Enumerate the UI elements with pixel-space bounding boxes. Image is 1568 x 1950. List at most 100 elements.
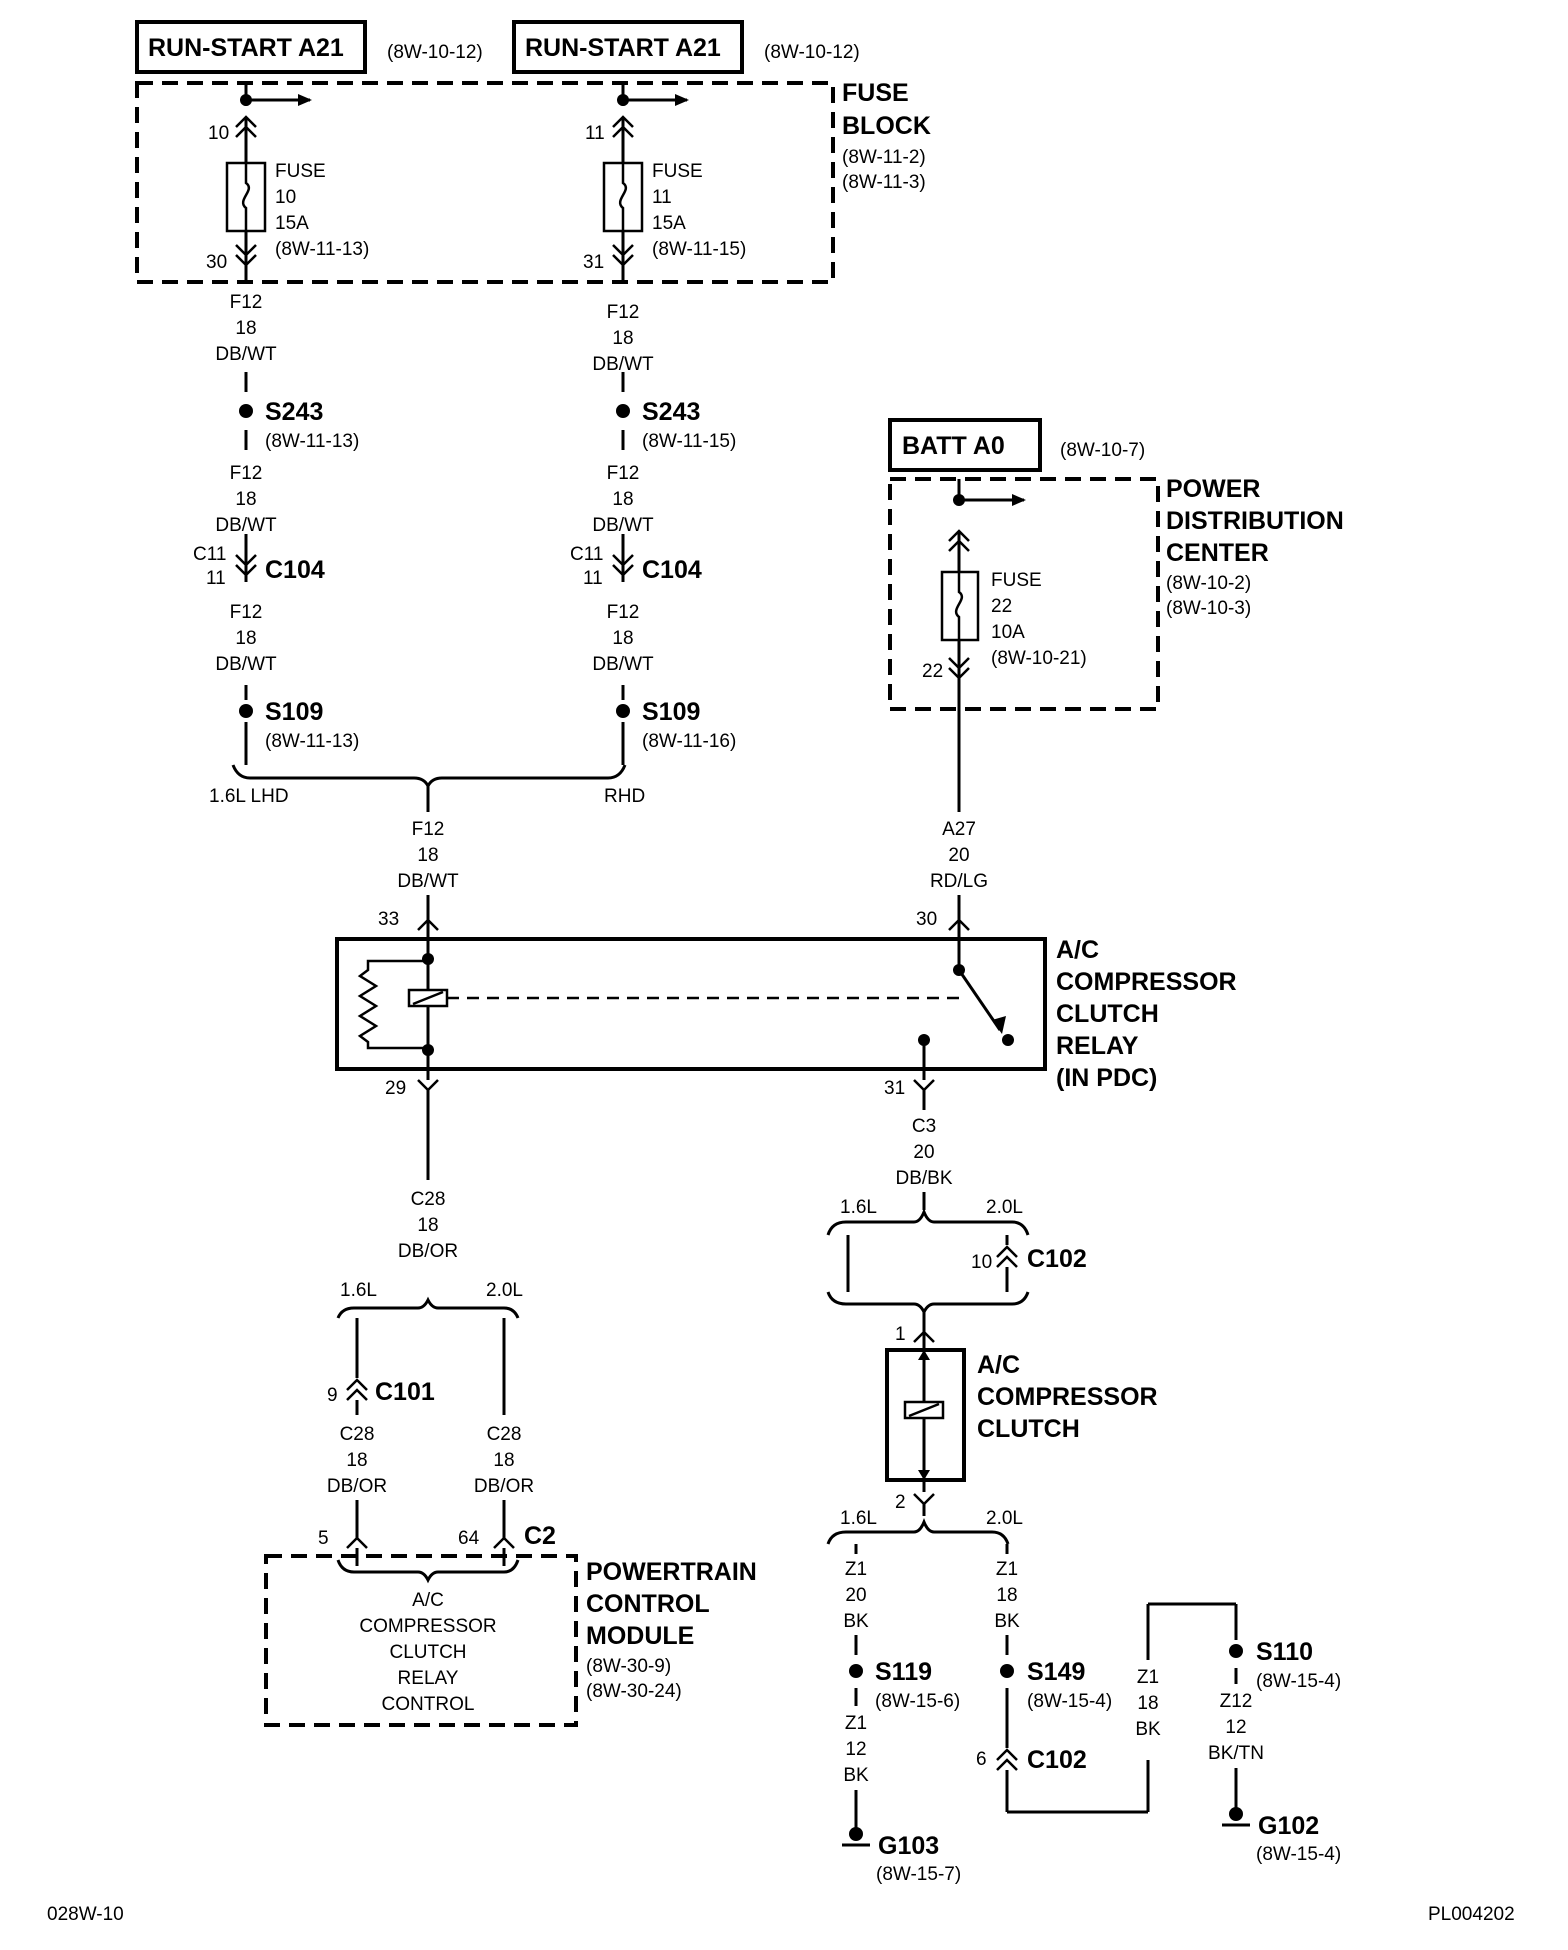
svg-text:15A: 15A — [275, 213, 309, 234]
svg-text:2.0L: 2.0L — [986, 1508, 1023, 1529]
svg-text:F12: F12 — [230, 463, 263, 484]
svg-text:(8W-11-15): (8W-11-15) — [652, 239, 746, 260]
svg-text:(8W-10-12): (8W-10-12) — [387, 42, 483, 63]
svg-text:C104: C104 — [642, 556, 702, 584]
connector-c2: 5 64 C2 — [318, 1522, 556, 1550]
svg-text:Z12: Z12 — [1220, 1691, 1253, 1712]
svg-text:10: 10 — [971, 1252, 992, 1273]
svg-text:1: 1 — [895, 1324, 906, 1345]
svg-text:S149: S149 — [1027, 1658, 1085, 1686]
svg-text:COMPRESSOR: COMPRESSOR — [1056, 968, 1237, 996]
svg-text:31: 31 — [884, 1078, 905, 1099]
svg-text:COMPRESSOR: COMPRESSOR — [977, 1383, 1158, 1411]
fuse-block: FUSE BLOCK (8W-11-2) (8W-11-3) 10 30 FUS… — [135, 79, 931, 284]
svg-text:(IN PDC): (IN PDC) — [1056, 1064, 1157, 1092]
svg-text:A27: A27 — [942, 819, 976, 840]
svg-text:F12: F12 — [412, 819, 445, 840]
svg-text:C28: C28 — [487, 1424, 522, 1445]
svg-text:MODULE: MODULE — [586, 1622, 694, 1650]
svg-text:C101: C101 — [375, 1378, 435, 1406]
merge-lhd-rhd: 1.6L LHD RHD F12 18 DB/WT — [209, 764, 645, 932]
svg-text:DB/WT: DB/WT — [592, 654, 654, 675]
connector-c101: 9 C101 — [327, 1378, 435, 1406]
connector-c104-left: C11 11 C104 — [193, 544, 325, 589]
svg-text:RHD: RHD — [604, 786, 645, 807]
splice-s110: S110 (8W-15-4) — [1229, 1638, 1341, 1692]
svg-text:18: 18 — [612, 628, 633, 649]
svg-text:C102: C102 — [1027, 1245, 1087, 1273]
svg-text:RELAY: RELAY — [398, 1668, 459, 1689]
splice-s243-left: S243 (8W-11-13) — [239, 398, 359, 452]
source-batt: BATT A0 (8W-10-7) — [888, 418, 1145, 472]
svg-text:BK/TN: BK/TN — [1208, 1743, 1264, 1764]
svg-text:18: 18 — [235, 628, 256, 649]
svg-text:DB/WT: DB/WT — [215, 654, 277, 675]
svg-text:C2: C2 — [524, 1522, 556, 1550]
splice-s243-right: S243 (8W-11-15) — [616, 398, 736, 452]
footer-page-id: 028W-10 — [47, 1904, 124, 1925]
svg-text:2: 2 — [895, 1492, 906, 1513]
svg-text:DB/WT: DB/WT — [215, 344, 277, 365]
ground-g103: G103 (8W-15-7) — [842, 1827, 961, 1885]
svg-text:20: 20 — [948, 845, 969, 866]
svg-text:(8W-10-7): (8W-10-7) — [1060, 440, 1145, 461]
svg-text:(8W-10-21): (8W-10-21) — [991, 648, 1087, 669]
svg-text:(8W-11-13): (8W-11-13) — [265, 731, 359, 752]
svg-text:18: 18 — [612, 489, 633, 510]
svg-text:1.6L: 1.6L — [840, 1508, 877, 1529]
svg-text:DB/WT: DB/WT — [592, 354, 654, 375]
svg-text:(8W-10-12): (8W-10-12) — [764, 42, 860, 63]
svg-text:BK: BK — [843, 1611, 869, 1632]
svg-text:18: 18 — [346, 1450, 367, 1471]
svg-text:(8W-15-4): (8W-15-4) — [1256, 1671, 1341, 1692]
svg-text:CLUTCH: CLUTCH — [977, 1415, 1080, 1443]
svg-text:Z1: Z1 — [845, 1559, 867, 1580]
svg-text:CONTROL: CONTROL — [382, 1694, 475, 1715]
connector-c102-top: 10 C102 — [971, 1245, 1087, 1273]
svg-text:64: 64 — [458, 1528, 480, 1549]
svg-text:(8W-15-7): (8W-15-7) — [876, 1864, 961, 1885]
svg-text:31: 31 — [583, 252, 604, 273]
svg-text:RELAY: RELAY — [1056, 1032, 1139, 1060]
svg-text:Z1: Z1 — [996, 1559, 1018, 1580]
svg-text:F12: F12 — [607, 302, 640, 323]
svg-text:S109: S109 — [642, 698, 700, 726]
svg-text:F12: F12 — [607, 463, 640, 484]
svg-text:S243: S243 — [642, 398, 700, 426]
svg-text:(8W-11-2): (8W-11-2) — [842, 147, 926, 168]
c3-wiring: C3 20 DB/BK 1.6L 2.0L 10 C102 — [826, 1090, 1087, 1340]
fuse-11: 11 31 FUSE 11 15A (8W-11-15) — [583, 83, 746, 282]
svg-text:1.6L: 1.6L — [340, 1280, 377, 1301]
svg-text:18: 18 — [235, 489, 256, 510]
svg-text:BATT A0: BATT A0 — [902, 432, 1005, 460]
connector-c102-bottom: 6 C102 — [976, 1746, 1087, 1774]
svg-text:22: 22 — [922, 661, 943, 682]
svg-text:CLUTCH: CLUTCH — [1056, 1000, 1159, 1028]
svg-text:18: 18 — [612, 328, 633, 349]
powertrain-control-module: A/C COMPRESSOR CLUTCH RELAY CONTROL POWE… — [264, 1548, 757, 1727]
svg-text:Z1: Z1 — [1137, 1667, 1159, 1688]
svg-text:11: 11 — [652, 187, 672, 208]
svg-text:G103: G103 — [878, 1832, 939, 1860]
svg-text:A/C: A/C — [1056, 936, 1099, 964]
svg-text:C11: C11 — [570, 544, 603, 565]
svg-text:15A: 15A — [652, 213, 686, 234]
svg-text:DB/WT: DB/WT — [215, 515, 277, 536]
splice-s109-right: S109 (8W-11-16) — [616, 698, 736, 752]
svg-text:12: 12 — [845, 1739, 866, 1760]
svg-text:(8W-10-2): (8W-10-2) — [1166, 573, 1251, 594]
svg-text:(8W-15-6): (8W-15-6) — [875, 1691, 960, 1712]
svg-text:20: 20 — [913, 1142, 934, 1163]
svg-text:F12: F12 — [607, 602, 640, 623]
svg-text:COMPRESSOR: COMPRESSOR — [359, 1616, 496, 1637]
svg-text:BK: BK — [994, 1611, 1020, 1632]
svg-text:(8W-11-16): (8W-11-16) — [642, 731, 736, 752]
fuse-22: 22 FUSE 22 10A (8W-10-21) — [922, 479, 1087, 709]
svg-text:(8W-15-4): (8W-15-4) — [1027, 1691, 1112, 1712]
svg-text:CLUTCH: CLUTCH — [389, 1642, 466, 1663]
svg-text:11: 11 — [206, 568, 226, 589]
svg-text:6: 6 — [976, 1749, 987, 1770]
svg-text:S119: S119 — [875, 1658, 932, 1686]
svg-text:(8W-11-15): (8W-11-15) — [642, 431, 736, 452]
